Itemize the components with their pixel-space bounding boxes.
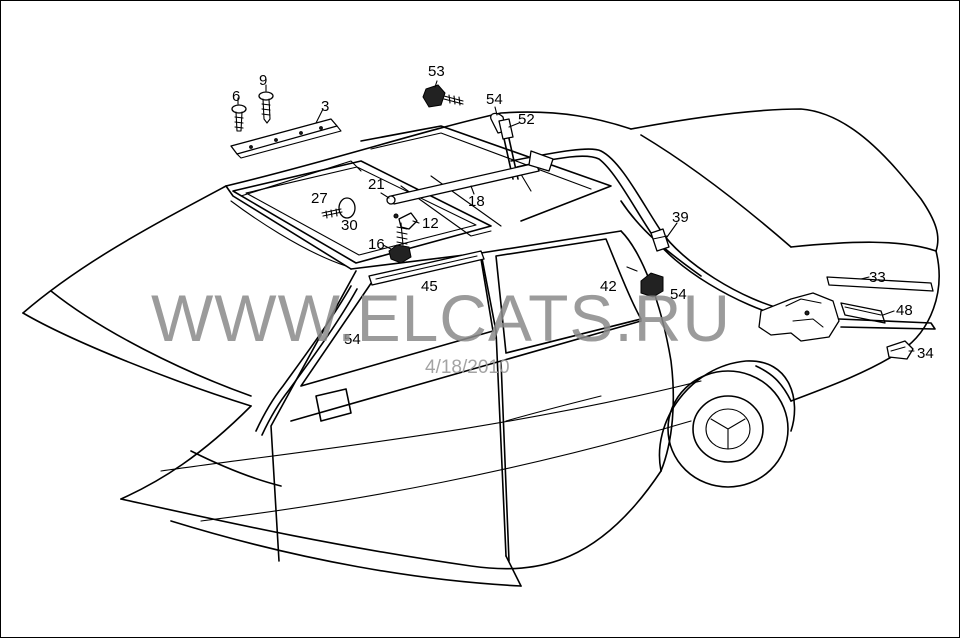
strip-45 — [368, 250, 485, 286]
connector-52 — [498, 118, 514, 140]
callout-33: 33 — [869, 269, 886, 286]
strip-3 — [230, 118, 342, 159]
callout-labels: 6 9 3 53 54 52 27 30 21 18 12 16 45 39 4… — [232, 63, 934, 362]
car-body — [22, 108, 940, 587]
callout-45: 45 — [421, 278, 438, 295]
callout-21: 21 — [368, 176, 385, 193]
callout-16: 16 — [368, 236, 385, 253]
sunroof-frame — [232, 125, 612, 264]
pump-assembly — [758, 292, 840, 342]
callout-18: 18 — [468, 193, 485, 210]
callout-3: 3 — [321, 98, 329, 115]
callout-53: 53 — [428, 63, 445, 80]
callout-42: 42 — [600, 278, 617, 295]
watermark: WWW.ELCATS.RU 4/18/2010 — [151, 281, 731, 378]
callout-27: 27 — [311, 190, 328, 207]
callout-34: 34 — [917, 345, 934, 362]
watermark-site: WWW.ELCATS.RU — [151, 281, 731, 355]
callout-12: 12 — [422, 215, 439, 232]
callout-6: 6 — [232, 88, 240, 105]
screw-9 — [258, 91, 274, 124]
parts — [230, 84, 936, 360]
watermark-date: 4/18/2010 — [425, 357, 510, 378]
clip-12 — [393, 212, 418, 230]
callout-39: 39 — [672, 209, 689, 226]
nut-42 — [626, 266, 664, 298]
leader-lines — [237, 80, 915, 352]
callout-9: 9 — [259, 72, 267, 89]
block-48 — [840, 302, 886, 324]
strip-33 — [826, 276, 934, 292]
cap-27-30 — [321, 197, 356, 219]
callout-30: 30 — [341, 217, 358, 234]
callout-48: 48 — [896, 302, 913, 319]
callout-52: 52 — [518, 111, 535, 128]
callout-54-right: 54 — [670, 286, 687, 303]
front-wheel — [658, 360, 796, 488]
clip-34 — [886, 340, 914, 360]
callout-54-top: 54 — [486, 91, 503, 108]
callout-54-pillar: 54 — [344, 331, 361, 348]
screw-6 — [231, 104, 247, 132]
screw-16 — [388, 222, 412, 264]
rod-18 — [386, 150, 554, 205]
bolt-53 — [422, 84, 464, 108]
clip-39 — [650, 228, 670, 252]
